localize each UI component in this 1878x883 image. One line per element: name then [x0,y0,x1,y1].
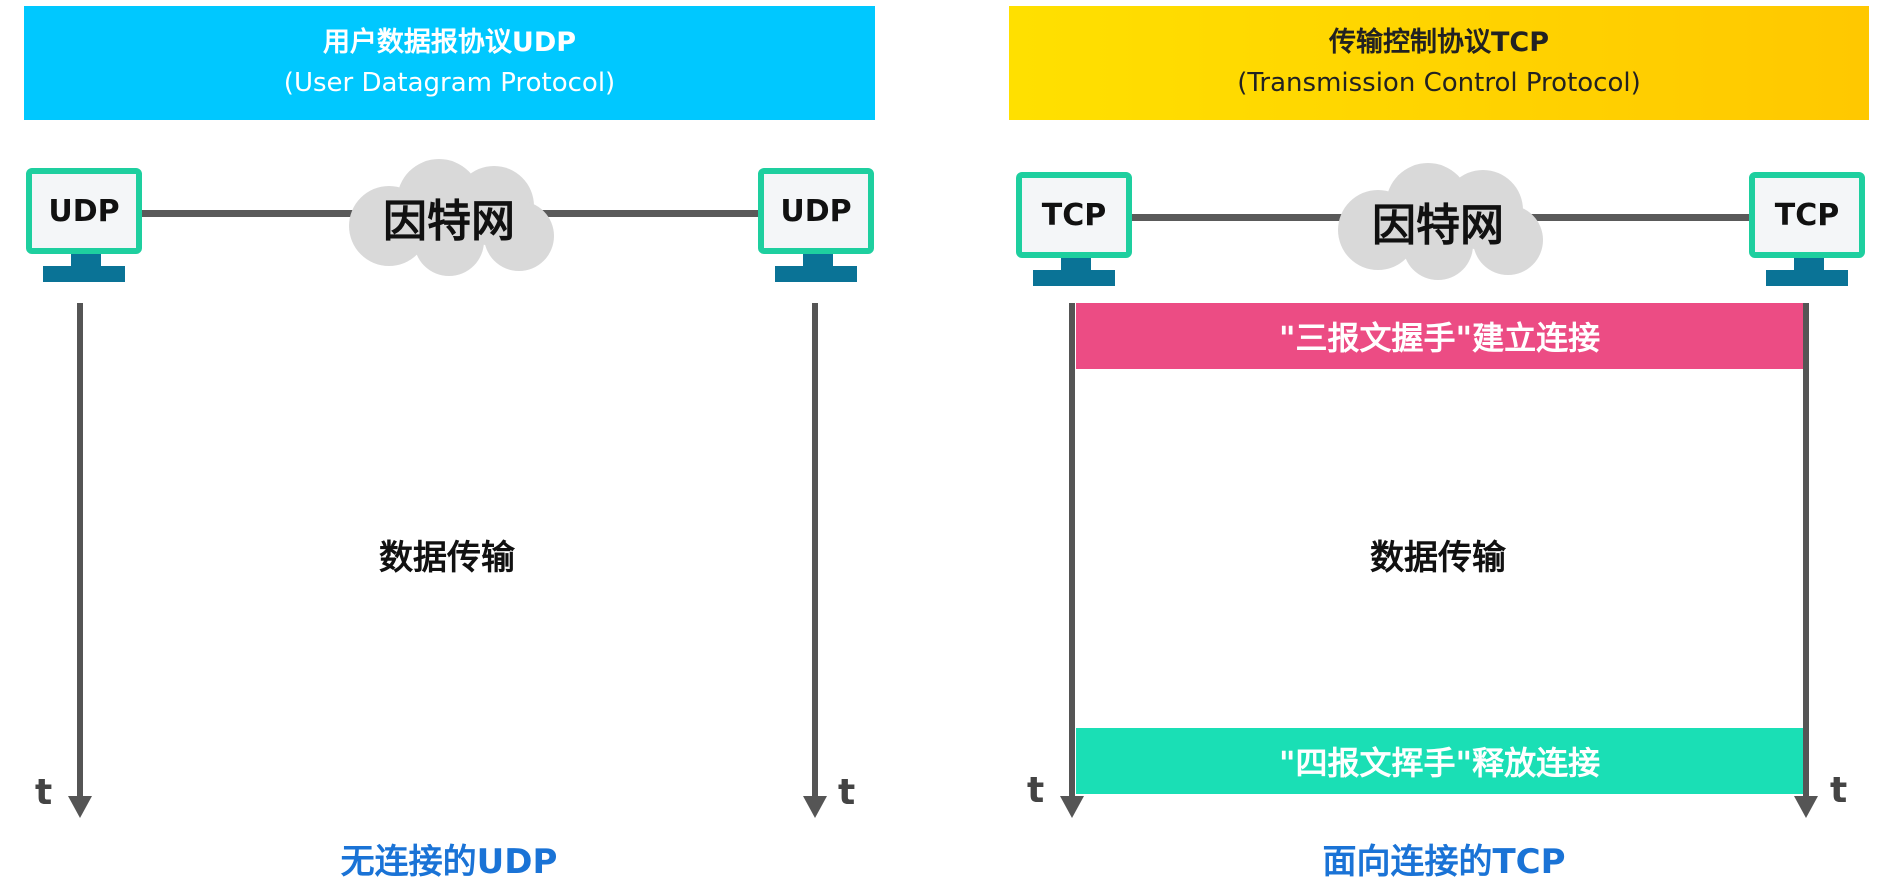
udp-cloud-icon [349,159,554,276]
arrow-down-icon [68,796,92,818]
udp-subtitle: (User Datagram Protocol) [283,68,616,98]
tcp-left-timeline [1069,303,1075,803]
udp-right-timeline [812,303,818,803]
tcp-wave-bar: "四报文挥手"释放连接 [1076,728,1803,794]
udp-time-label-right: t [838,772,856,813]
tcp-internet-label: 因特网 [1372,200,1504,251]
tcp-time-label-left: t [1027,770,1045,811]
udp-caption: 无连接的UDP [340,842,558,882]
tcp-host-right-stand [1794,258,1824,270]
udp-left-timeline [77,303,83,803]
udp-title-banner: 用户数据报协议UDP (User Datagram Protocol) [24,6,875,120]
tcp-data-transfer: 数据传输 [1370,538,1506,578]
arrow-down-icon [1794,796,1818,818]
udp-title: 用户数据报协议UDP [322,27,577,58]
udp-host-right-base [775,266,857,282]
arrow-down-icon [803,796,827,818]
tcp-host-left: TCP [1016,172,1132,258]
tcp-title-banner: 传输控制协议TCP (Transmission Control Protocol… [1009,6,1869,120]
udp-data-transfer: 数据传输 [379,538,515,578]
udp-host-left: UDP [26,168,142,254]
tcp-host-left-stand [1061,258,1091,270]
tcp-subtitle: (Transmission Control Protocol) [1237,68,1641,98]
udp-host-right-stand [803,254,833,266]
tcp-host-right: TCP [1749,172,1865,258]
tcp-cloud-icon [1338,163,1543,280]
tcp-right-timeline [1803,303,1809,803]
tcp-host-right-base [1766,270,1848,286]
arrow-down-icon [1060,796,1084,818]
udp-host-left-base [43,266,125,282]
tcp-handshake-bar: "三报文握手"建立连接 [1076,303,1803,369]
tcp-title: 传输控制协议TCP [1328,27,1550,58]
tcp-time-label-right: t [1830,770,1848,811]
udp-host-right: UDP [758,168,874,254]
udp-internet-label: 因特网 [383,196,515,247]
udp-time-label-left: t [35,772,53,813]
tcp-caption: 面向连接的TCP [1322,842,1566,882]
udp-host-left-stand [71,254,101,266]
tcp-host-left-base [1033,270,1115,286]
